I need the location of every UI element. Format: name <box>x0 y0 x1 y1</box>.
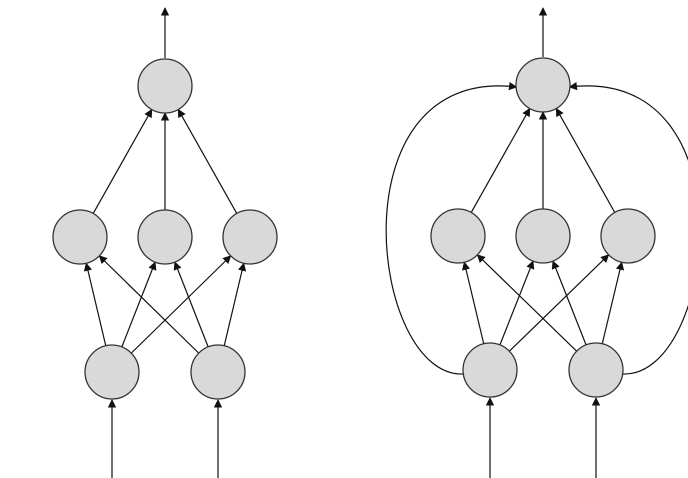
edge-input-to-hidden <box>173 261 209 348</box>
edge-hidden-to-output <box>177 108 238 214</box>
skip-connection-edge <box>568 81 688 375</box>
edge-input-to-hidden <box>121 261 157 348</box>
hidden-node <box>137 209 193 265</box>
output-node <box>515 57 571 113</box>
edge-hidden-to-output <box>555 107 616 213</box>
edge-input-to-hidden <box>508 254 610 352</box>
edge-input-to-hidden <box>499 260 535 346</box>
hidden-node <box>600 208 656 264</box>
skip-connection-edge <box>385 81 518 375</box>
edge-input-to-hidden <box>461 261 485 344</box>
feedforward-network-diagram <box>52 7 278 478</box>
hidden-node <box>222 209 278 265</box>
hidden-node <box>430 208 486 264</box>
input-node <box>84 344 140 400</box>
edge-input-to-hidden <box>130 255 232 354</box>
input-node <box>462 342 518 398</box>
edge-input-to-hidden <box>551 260 587 346</box>
skip-connection-network-diagram <box>385 7 688 478</box>
input-node <box>568 342 624 398</box>
edge-input-to-hidden <box>223 262 247 346</box>
hidden-node <box>52 209 108 265</box>
edge-hidden-to-output <box>92 108 153 214</box>
edge-input-to-hidden <box>476 254 578 352</box>
edge-hidden-to-output <box>470 107 531 213</box>
edge-input-to-hidden <box>601 261 625 344</box>
output-node <box>137 58 193 114</box>
edge-input-to-hidden <box>98 255 200 354</box>
edge-input-to-hidden <box>83 262 107 346</box>
input-node <box>190 344 246 400</box>
hidden-node <box>515 208 571 264</box>
